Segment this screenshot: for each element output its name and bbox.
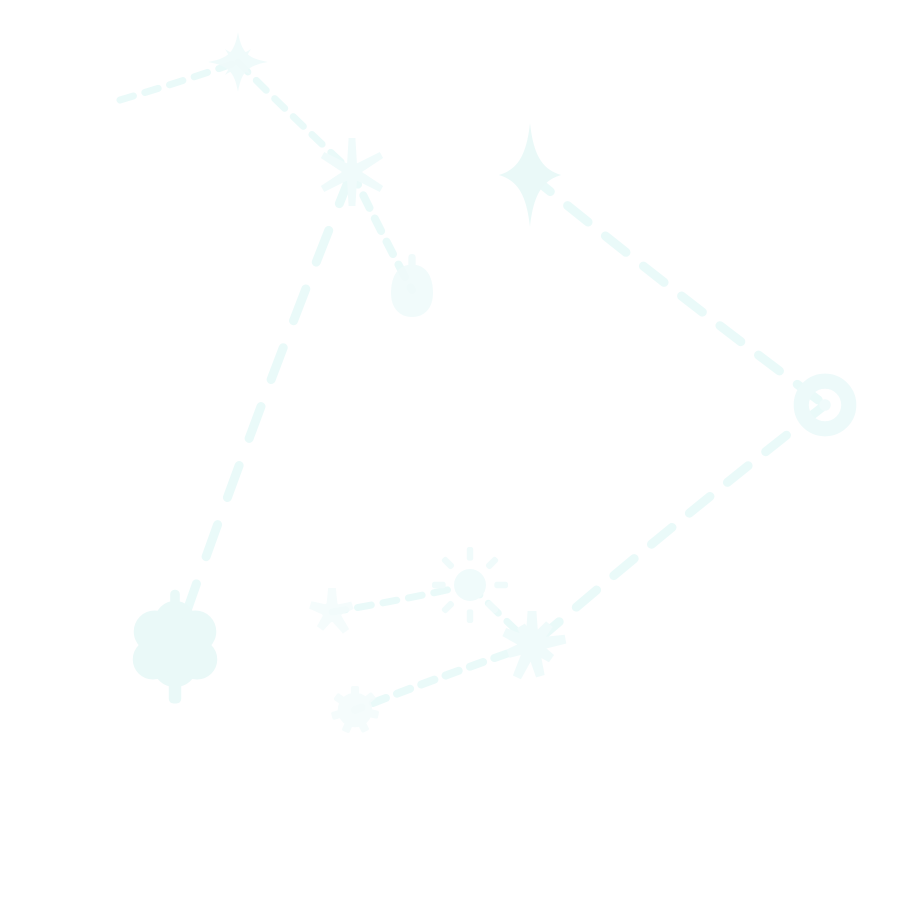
sunburst-node-center[interactable] <box>432 547 508 623</box>
ring-core <box>819 399 831 411</box>
edge-ring-to-starburst <box>527 400 830 650</box>
nodes-layer <box>132 32 857 734</box>
edge-diamond-to-ring <box>525 170 830 410</box>
ring-outline <box>793 373 857 437</box>
ring-node-right[interactable] <box>793 373 857 437</box>
edge-asterisk-to-flower-orb <box>170 167 357 650</box>
sunburst-glyph <box>432 547 508 623</box>
